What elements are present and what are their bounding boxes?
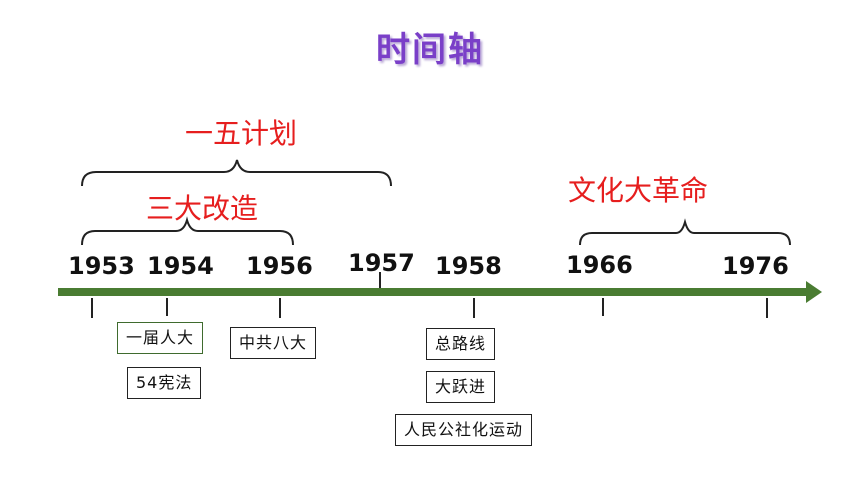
page-title: 时间轴	[376, 30, 484, 70]
event-box-general-line: 总路线	[426, 328, 496, 360]
year-label-1957: 1957	[348, 249, 415, 277]
year-label-1954: 1954	[147, 252, 214, 280]
year-label-1953: 1953	[68, 252, 135, 280]
period-label-first-five-year-plan: 一五计划	[185, 117, 298, 150]
event-box-peoples-commune: 人民公社化运动	[395, 414, 533, 446]
event-box-first-npc: 一届人大	[117, 322, 204, 354]
period-label-cultural-revolution: 文化大革命	[568, 174, 709, 207]
brace-first-five-year-plan	[81, 159, 392, 187]
event-box-1954-constitution: 54宪法	[127, 367, 202, 399]
brace-cultural-revolution	[579, 218, 791, 246]
year-label-1976: 1976	[722, 252, 789, 280]
timeline-axis	[58, 288, 810, 296]
event-box-eighth-party-congress: 中共八大	[230, 327, 317, 359]
event-box-great-leap-forward: 大跃进	[426, 371, 496, 403]
timeline-arrowhead	[806, 281, 822, 303]
year-label-1956: 1956	[246, 252, 313, 280]
brace-three-transformations	[81, 216, 294, 246]
year-label-1966: 1966	[566, 251, 633, 279]
year-label-1958: 1958	[435, 252, 502, 280]
period-label-three-transformations: 三大改造	[146, 192, 259, 225]
